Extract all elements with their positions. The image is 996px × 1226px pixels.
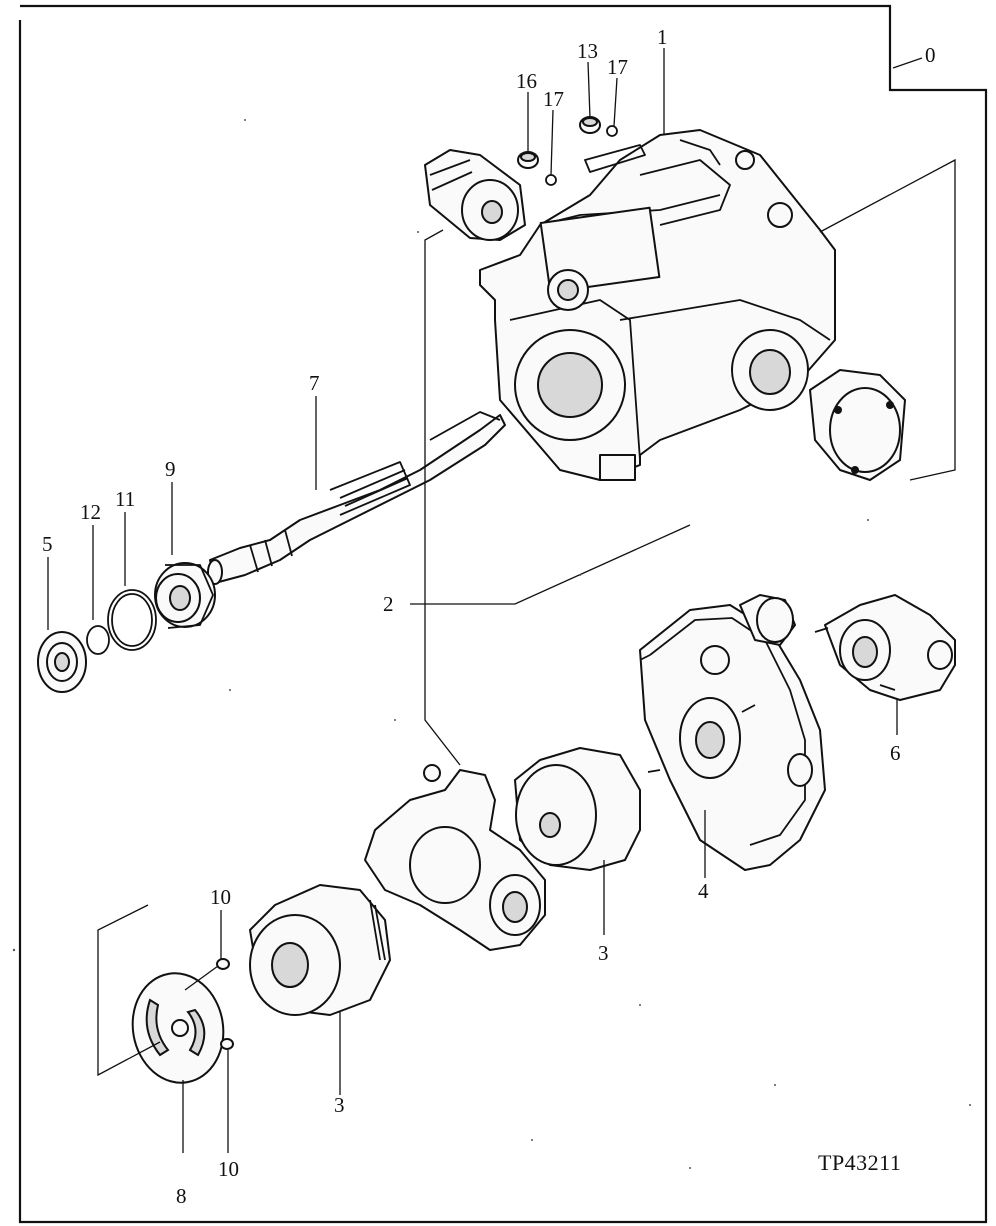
swashplate <box>364 764 546 951</box>
cylinder-block-lower <box>249 884 391 1016</box>
scan-specks <box>12 119 971 1169</box>
callout-7: 7 <box>309 371 320 395</box>
shaft-seal <box>37 631 87 693</box>
callout-8: 8 <box>176 1184 187 1208</box>
o-ring-17-left <box>545 174 557 186</box>
callout-17-right: 17 <box>607 55 628 79</box>
callout-10-upper: 10 <box>210 885 231 909</box>
retaining-ring <box>107 589 157 651</box>
callout-1: 1 <box>657 25 668 49</box>
callout-10-lower: 10 <box>218 1157 239 1181</box>
pump-housing-assembly <box>424 129 906 481</box>
callout-6: 6 <box>890 741 901 765</box>
retaining-ring-inner <box>111 593 153 647</box>
callout-9: 9 <box>165 457 176 481</box>
callout-3-lower: 3 <box>334 1093 345 1117</box>
callout-0: 0 <box>925 43 936 67</box>
drive-shaft <box>207 411 506 585</box>
figure-code: TP43211 <box>818 1150 901 1175</box>
retainer-plate <box>584 144 646 173</box>
valve-plate <box>131 972 225 1084</box>
plug-13 <box>579 116 601 134</box>
o-ring-17-right <box>606 125 618 137</box>
snap-ring <box>86 625 110 655</box>
callout-17-left: 17 <box>543 87 564 111</box>
callout-4: 4 <box>698 879 709 903</box>
leader-lines <box>47 48 956 1153</box>
callout-5: 5 <box>42 532 53 556</box>
charge-pump <box>814 594 956 701</box>
port-block-cover <box>639 594 826 871</box>
cylinder-block-upper <box>514 747 641 871</box>
callout-11: 11 <box>115 487 135 511</box>
diagram-frame <box>18 4 988 1224</box>
plug-16 <box>517 151 539 169</box>
callout-3-upper: 3 <box>598 941 609 965</box>
callout-labels: 0 1 13 17 16 17 7 9 11 12 5 2 6 4 3 10 3… <box>42 25 936 1208</box>
callout-16: 16 <box>516 69 537 93</box>
callout-13: 13 <box>577 39 598 63</box>
callout-2: 2 <box>383 592 394 616</box>
callout-12: 12 <box>80 500 101 524</box>
dowel-pin-lower <box>220 1038 234 1050</box>
bearing <box>154 562 216 629</box>
dowel-pin-upper <box>216 958 230 970</box>
